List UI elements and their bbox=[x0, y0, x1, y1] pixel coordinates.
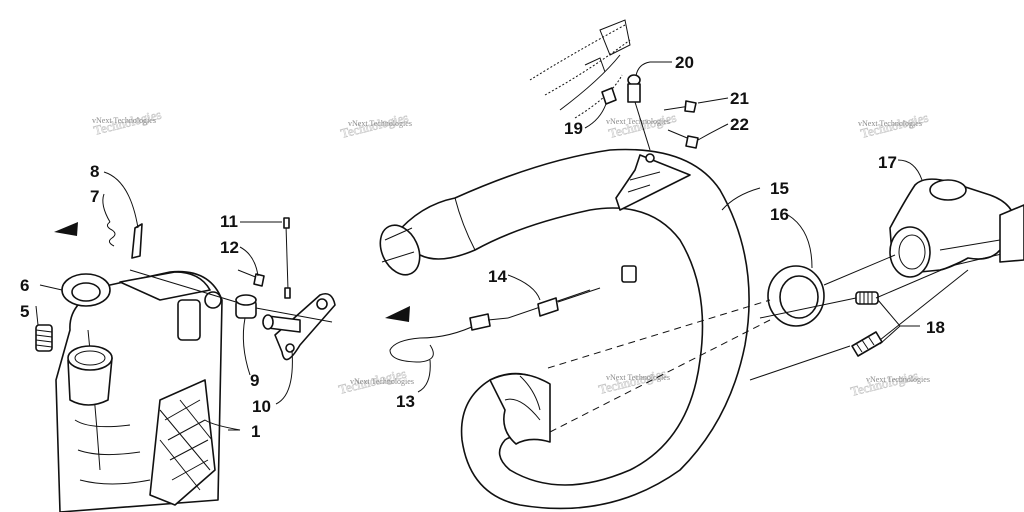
centerline-2 bbox=[549, 319, 771, 433]
bolt-part-12 bbox=[237, 269, 265, 287]
gasket-part-16 bbox=[767, 265, 825, 327]
spring-clip-part-7 bbox=[106, 221, 116, 247]
centerline-6 bbox=[875, 261, 961, 299]
watermark-4: Technologies vNext Technologies bbox=[858, 109, 930, 141]
assembly-line-a bbox=[129, 269, 237, 303]
bolt-part-22 bbox=[667, 129, 699, 149]
centerline-5 bbox=[759, 297, 857, 319]
watermark-2: Technologies vNext Technologies bbox=[339, 109, 412, 141]
direction-arrow-center bbox=[385, 306, 410, 322]
spring-part-5 bbox=[35, 324, 53, 352]
svg-text:vNext Technologies: vNext Technologies bbox=[348, 119, 412, 128]
callout-14: 14 bbox=[488, 267, 507, 286]
svg-text:vNext Technologies: vNext Technologies bbox=[606, 117, 670, 126]
callout-13: 13 bbox=[396, 392, 415, 411]
frame-sketch bbox=[529, 19, 631, 119]
watermark-8: Technologies vNext Technologies bbox=[849, 367, 930, 399]
gasket-ring-part-6 bbox=[61, 273, 111, 307]
callout-1: 1 bbox=[251, 422, 260, 441]
centerline-7 bbox=[879, 269, 969, 341]
exhaust-manifold-part-17 bbox=[889, 178, 1024, 278]
callout-10: 10 bbox=[252, 397, 271, 416]
wire-harness-part-13 bbox=[389, 313, 509, 363]
callout-19: 19 bbox=[564, 119, 583, 138]
callout-5: 5 bbox=[20, 302, 29, 321]
callout-22: 22 bbox=[730, 115, 749, 134]
callout-8: 8 bbox=[90, 162, 99, 181]
exhaust-pipe-part-15 bbox=[379, 148, 750, 510]
direction-arrow-left bbox=[54, 222, 78, 236]
nut-part-19 bbox=[601, 87, 617, 105]
assembly-line-b bbox=[255, 307, 333, 323]
centerline-4 bbox=[749, 345, 851, 381]
callout-12: 12 bbox=[220, 238, 239, 257]
watermark-7: Technologies vNext Technologies bbox=[597, 365, 670, 397]
bolt-part-21 bbox=[663, 100, 697, 113]
callout-15: 15 bbox=[770, 179, 789, 198]
callout-17: 17 bbox=[878, 153, 897, 172]
callout-6: 6 bbox=[20, 276, 29, 295]
svg-text:vNext Technologies: vNext Technologies bbox=[866, 375, 930, 384]
spring-part-18-lower bbox=[851, 331, 883, 357]
callout-21: 21 bbox=[730, 89, 749, 108]
centerline-1 bbox=[547, 299, 771, 369]
watermark-1: Technologies vNext Technologies bbox=[92, 106, 163, 138]
bracket-part-10 bbox=[262, 292, 336, 361]
hardware-assembly-line bbox=[634, 101, 651, 151]
callout-16: 16 bbox=[770, 205, 789, 224]
callout-20: 20 bbox=[675, 53, 694, 72]
svg-text:vNext Technologies: vNext Technologies bbox=[350, 377, 414, 386]
leader-lines bbox=[35, 61, 923, 431]
bushing-part-20 bbox=[627, 74, 641, 103]
silencer-body bbox=[55, 270, 223, 512]
svg-text:vNext Technologies: vNext Technologies bbox=[92, 116, 156, 125]
pipe-hanger-bracket bbox=[615, 153, 691, 211]
clip-part-8 bbox=[131, 223, 143, 259]
sensor-part-14 bbox=[507, 287, 601, 319]
callout-7: 7 bbox=[90, 187, 99, 206]
callout-11: 11 bbox=[220, 212, 238, 231]
callout-9: 9 bbox=[250, 371, 259, 390]
svg-text:vNext Technologies: vNext Technologies bbox=[858, 119, 922, 128]
silencer-outlet-tube bbox=[67, 345, 113, 406]
svg-text:vNext Technologies: vNext Technologies bbox=[606, 373, 670, 382]
centerline-3 bbox=[823, 254, 896, 286]
cable-part-11 bbox=[283, 217, 291, 299]
spring-part-18-upper bbox=[855, 291, 879, 305]
callout-18: 18 bbox=[926, 318, 945, 337]
grommet-part-9 bbox=[235, 294, 257, 319]
